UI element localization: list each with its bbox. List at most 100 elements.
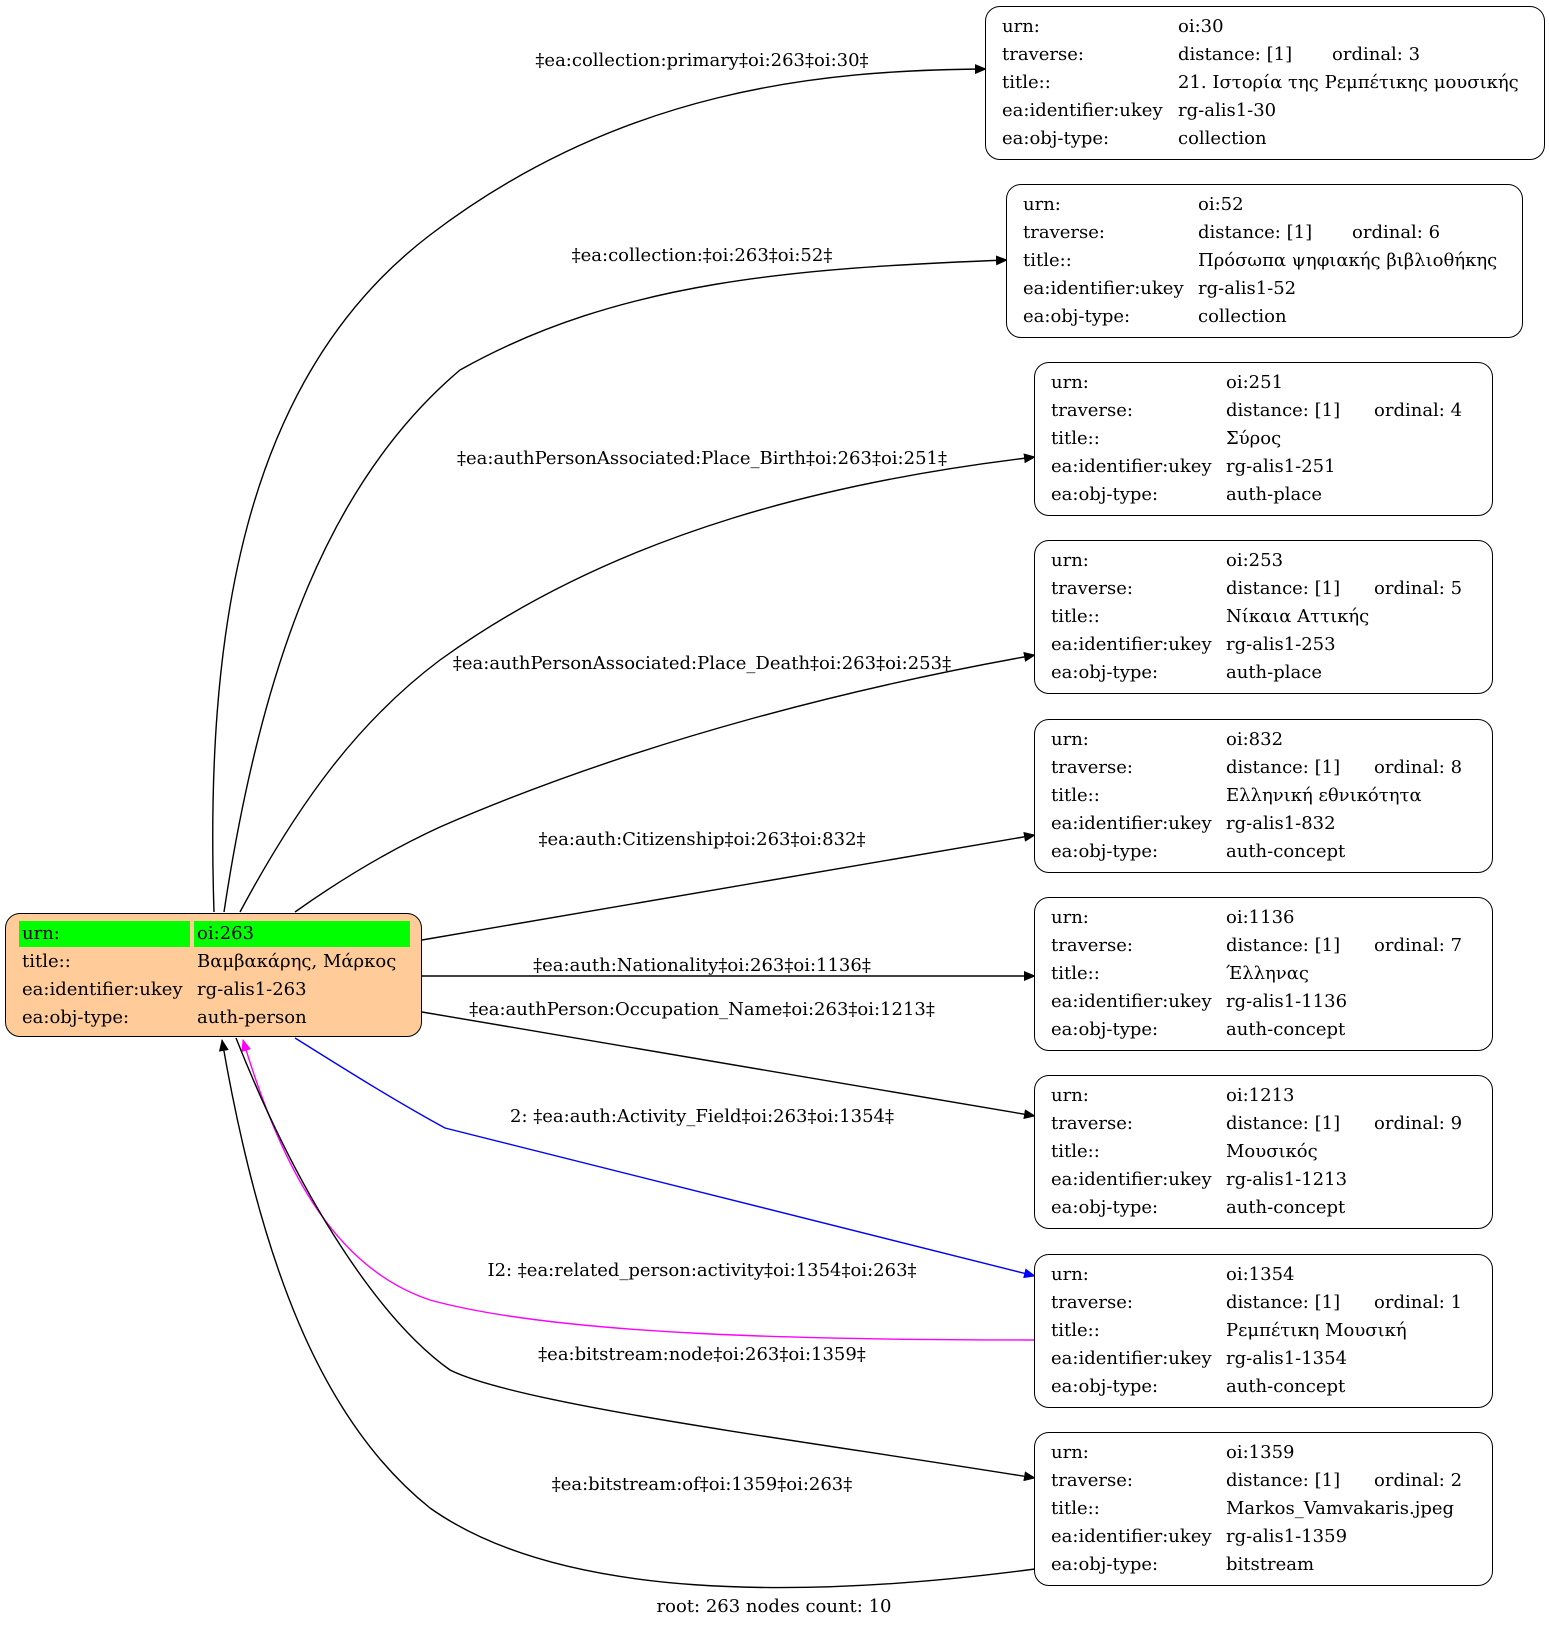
node-urn-row: urn: oi:1354 — [1051, 1261, 1484, 1289]
node-objtype-row: ea:obj-type:auth-concept — [1051, 1373, 1484, 1401]
node-title-row: title::Ελληνική εθνικότητα — [1051, 782, 1484, 810]
node-objtype-row: ea:obj-type:auth-concept — [1051, 1016, 1484, 1044]
urn-key: urn: — [1051, 1442, 1089, 1463]
node-urn-row: urn:oi:832 — [1051, 726, 1484, 754]
objtype-key: ea:obj-type: — [1002, 128, 1110, 149]
node-objtype-row: ea:obj-type:auth-concept — [1051, 1194, 1484, 1222]
title-key: title:: — [1051, 963, 1100, 984]
root-ukey-key: ea:identifier:ukey — [22, 979, 183, 1000]
node-oi-832[interactable]: urn:oi:832 traverse:distance: [1]ordinal… — [1034, 719, 1493, 873]
traverse-key: traverse: — [1051, 1113, 1133, 1134]
node-oi-1354[interactable]: urn: oi:1354 traverse: distance: [1] ordina… — [1034, 1254, 1493, 1408]
title-key: title:: — [1051, 1498, 1100, 1519]
ukey-value: rg-alis1-1354 — [1226, 1348, 1348, 1369]
ukey-value: rg-alis1-30 — [1178, 100, 1277, 121]
root-objtype-key: ea:obj-type: — [22, 1007, 130, 1028]
ordinal-value: ordinal: 8 — [1374, 757, 1463, 778]
urn-key: urn: — [1051, 372, 1089, 393]
distance-value: distance: [1] — [1226, 1113, 1341, 1134]
node-objtype-row: ea:obj-type:collection — [1002, 125, 1536, 153]
urn-value: oi:1136 — [1226, 907, 1295, 928]
node-title-row: title::Markos_Vamvakaris.jpeg — [1051, 1495, 1484, 1523]
ordinal-value: ordinal: 1 — [1374, 1292, 1463, 1313]
title-key: title:: — [1051, 1141, 1100, 1162]
node-oi-1359[interactable]: urn:oi:1359 traverse:distance: [1]ordina… — [1034, 1432, 1493, 1586]
traverse-key: traverse: — [1051, 935, 1133, 956]
edge-label-citizenship: ‡ea:auth:Citizenship‡oi:263‡oi:832‡ — [538, 829, 865, 850]
objtype-key: ea:obj-type: — [1023, 306, 1131, 327]
traverse-key: traverse: — [1002, 44, 1084, 65]
urn-value: oi:1359 — [1226, 1442, 1295, 1463]
node-oi-52[interactable]: urn:oi:52 traverse:distance: [1]ordinal:… — [1006, 184, 1523, 338]
edge-label-occupation: ‡ea:authPerson:Occupation_Name‡oi:263‡oi… — [469, 999, 935, 1020]
objtype-value: auth-concept — [1226, 841, 1346, 862]
title-key: title:: — [1051, 428, 1100, 449]
title-value: Νίκαια Αττικής — [1226, 606, 1370, 627]
distance-value: distance: [1] — [1226, 578, 1341, 599]
edge-label-nationality: ‡ea:auth:Nationality‡oi:263‡oi:1136‡ — [533, 955, 871, 976]
objtype-key: ea:obj-type: — [1051, 662, 1159, 683]
node-urn-row: urn:oi:251 — [1051, 369, 1484, 397]
title-value: 21. Ιστορία της Ρεμπέτικης μουσικής — [1178, 72, 1519, 93]
ukey-key: ea:identifier:ukey — [1051, 1169, 1212, 1190]
title-value: Σύρος — [1226, 428, 1282, 449]
edge-label-activity-field: 2: ‡ea:auth:Activity_Field‡oi:263‡oi:135… — [510, 1106, 894, 1127]
title-key: title:: — [1023, 250, 1072, 271]
urn-value: oi:253 — [1226, 550, 1284, 571]
objtype-key: ea:obj-type: — [1051, 841, 1159, 862]
edge-collection — [223, 255, 1008, 913]
node-objtype-row: ea:obj-type:collection — [1023, 303, 1514, 331]
edge-activity-field — [294, 1037, 1036, 1279]
node-traverse-row: traverse:distance: [1]ordinal: 8 — [1051, 754, 1484, 782]
node-title-row: title::21. Ιστορία της Ρεμπέτικης μουσικ… — [1002, 69, 1536, 97]
graph-footer: root: 263 nodes count: 10 — [657, 1596, 892, 1617]
title-key: title:: — [1002, 72, 1051, 93]
objtype-key: ea:obj-type: — [1051, 1554, 1159, 1575]
ukey-key: ea:identifier:ukey — [1051, 1526, 1212, 1547]
edge-occupation — [421, 1011, 1036, 1120]
node-objtype-row: ea:obj-type:auth-place — [1051, 659, 1484, 687]
ukey-value: rg-alis1-1136 — [1226, 991, 1348, 1012]
objtype-key: ea:obj-type: — [1051, 1019, 1159, 1040]
traverse-key: traverse: — [1051, 1470, 1133, 1491]
traverse-key: traverse: — [1051, 1292, 1133, 1313]
node-oi-253[interactable]: urn:oi:253 traverse:distance: [1]ordinal… — [1034, 540, 1493, 694]
root-objtype-value: auth-person — [197, 1007, 307, 1028]
urn-key: urn: — [1051, 907, 1089, 928]
node-urn-row: urn:oi:52 — [1023, 191, 1514, 219]
node-oi-1136[interactable]: urn: oi:1136 traverse:distance: [1]ordina… — [1034, 897, 1493, 1051]
node-oi-30[interactable]: urn:oi:30 traverse:distance: [1]ordinal:… — [985, 6, 1545, 160]
edge-bitstream-of — [218, 1039, 1036, 1589]
edge-place-birth — [239, 453, 1036, 913]
title-value: Μουσικός — [1226, 1141, 1318, 1162]
node-oi-1213[interactable]: urn:oi:1213 traverse:distance: [1]ordina… — [1034, 1075, 1493, 1229]
root-ukey-value: rg-alis1-263 — [197, 979, 307, 1000]
distance-value: distance: [1] — [1226, 1470, 1341, 1491]
distance-value: distance: [1] — [1226, 400, 1341, 421]
ukey-key: ea:identifier:ukey — [1023, 278, 1184, 299]
ukey-value: rg-alis1-251 — [1226, 456, 1336, 477]
urn-key: urn: — [1051, 1264, 1089, 1285]
objtype-key: ea:obj-type: — [1051, 1197, 1159, 1218]
node-title-row: title::Ρεμπέτικη Μουσική — [1051, 1317, 1484, 1345]
ukey-key: ea:identifier:ukey — [1051, 456, 1212, 477]
node-oi-251[interactable]: urn:oi:251 traverse:distance: [1]ordinal… — [1034, 362, 1493, 516]
urn-value: oi:1213 — [1226, 1085, 1295, 1106]
title-key: title:: — [1051, 785, 1100, 806]
root-node[interactable]: urn: oi:263 title:: Βαμβακάρης, Μάρκος e… — [5, 913, 422, 1037]
objtype-key: ea:obj-type: — [1051, 484, 1159, 505]
node-traverse-row: traverse:distance: [1]ordinal: 9 — [1051, 1110, 1484, 1138]
distance-value: distance: [1] — [1178, 44, 1293, 65]
node-title-row: title::Σύρος — [1051, 425, 1484, 453]
urn-value: oi:52 — [1198, 194, 1244, 215]
urn-value: oi:1354 — [1226, 1264, 1295, 1285]
ordinal-value: ordinal: 4 — [1374, 400, 1463, 421]
node-traverse-row: traverse:distance: [1]ordinal: 7 — [1051, 932, 1484, 960]
edge-label-place-birth: ‡ea:authPersonAssociated:Place_Birth‡oi:… — [457, 448, 947, 469]
title-value: Ρεμπέτικη Μουσική — [1226, 1320, 1407, 1341]
root-urn-key: urn: — [19, 921, 190, 947]
distance-value: distance: [1] — [1226, 1292, 1341, 1313]
